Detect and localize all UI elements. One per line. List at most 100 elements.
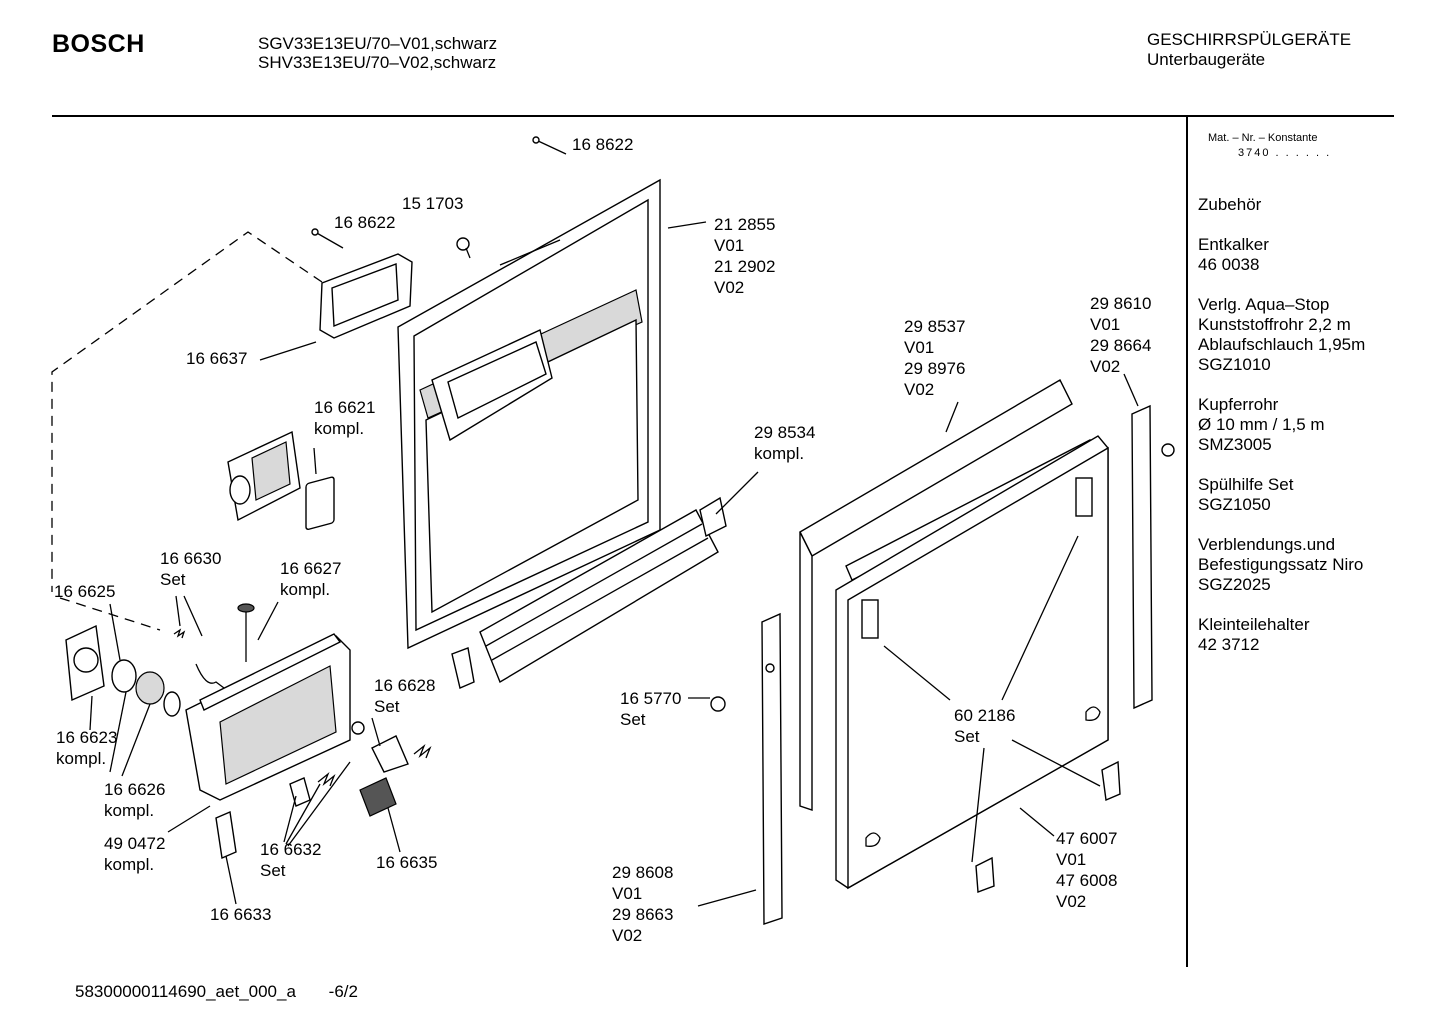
- accessory-group: Verlg. Aqua–Stop Kunststoffrohr 2,2 m Ab…: [1198, 295, 1365, 375]
- document-id: 58300000114690_aet_000_a: [75, 982, 296, 1001]
- svg-text:16 6623 kompl.: 16 6623 kompl.: [56, 728, 122, 768]
- callout-line: 16 6630: [160, 549, 221, 568]
- callout: 29 8534 kompl.: [754, 423, 820, 463]
- callout: 16 6628 Set: [374, 676, 435, 716]
- svg-text:29 8534 kompl.: 29 8534 kompl.: [754, 423, 820, 463]
- callout: 15 1703: [402, 194, 463, 213]
- callout-line: 16 6635: [376, 853, 437, 872]
- header-rule: [52, 115, 1394, 117]
- accessory-group: Kupferrohr Ø 10 mm / 1,5 m SMZ3005: [1198, 395, 1365, 455]
- callout-line: 21 2902: [714, 257, 775, 276]
- callout-line: V02: [714, 278, 744, 297]
- door-rail-part: [451, 496, 727, 689]
- svg-text:16 6635: 16 6635: [376, 853, 437, 872]
- svg-text:49 0472 kompl.: 49 0472 kompl.: [104, 834, 170, 874]
- callout: 29 8610 V01 29 8664 V02: [1090, 294, 1156, 376]
- callout-line: 29 8608: [612, 863, 673, 882]
- spring-part: [413, 743, 432, 759]
- callout: 16 6633: [210, 905, 271, 924]
- hinge-clip-part: [975, 856, 995, 893]
- accessory-line: Kupferrohr: [1198, 395, 1279, 414]
- accessory-line: 46 0038: [1198, 255, 1260, 274]
- accessory-line: Ablaufschlauch 1,95m: [1198, 335, 1366, 354]
- screw-part: [532, 136, 567, 155]
- material-number-box: Mat. – Nr. – Konstante 3740 . . . . . .: [1208, 131, 1331, 161]
- svg-text:16 8622: 16 8622: [572, 135, 633, 154]
- callout-line: 60 2186: [954, 706, 1015, 725]
- callout-line: 29 8664: [1090, 336, 1151, 355]
- inner-door-part: [397, 178, 661, 650]
- callout-line: 47 6008: [1056, 871, 1117, 890]
- accessory-line: SMZ3005: [1198, 435, 1272, 454]
- svg-text:29 8608 V01 29 8663: 29 8608 V01 29 8663 V02: [612, 863, 678, 945]
- callout-line: kompl.: [314, 419, 364, 438]
- callout: 29 8608 V01 29 8663 V02: [612, 863, 678, 945]
- matnr-value: 3740 . . . . . .: [1238, 147, 1332, 159]
- callout-line: V01: [1090, 315, 1120, 334]
- callout-line: 16 6625: [54, 582, 115, 601]
- inlet-fitting-part: [135, 671, 165, 705]
- callout: 16 8622: [334, 213, 395, 232]
- accessory-line: Ø 10 mm / 1,5 m: [1198, 415, 1325, 434]
- callout-line: 16 6621: [314, 398, 375, 417]
- spring-part: [173, 628, 186, 639]
- callout-line: kompl.: [280, 580, 330, 599]
- callout: 16 6632 Set: [260, 840, 326, 880]
- callout-line: V02: [1090, 357, 1120, 376]
- svg-text:29 8610 V01 29 8664: 29 8610 V01 29 8664 V02: [1090, 294, 1156, 376]
- svg-text:15 1703: 15 1703: [402, 194, 463, 213]
- callout-line: kompl.: [104, 801, 154, 820]
- accessory-line: Entkalker: [1198, 235, 1269, 254]
- callout-line: 49 0472: [104, 834, 165, 853]
- accessory-line: Befestigungssatz Niro: [1198, 555, 1364, 574]
- callout-line: kompl.: [104, 855, 154, 874]
- model-list: SGV33E13EU/70–V01,schwarz SHV33E13EU/70–…: [258, 34, 497, 72]
- accessory-group: Spülhilfe Set SGZ1050: [1198, 475, 1365, 515]
- svg-text:16 6637: 16 6637: [186, 349, 247, 368]
- subcategory-name: Unterbaugeräte: [1147, 50, 1266, 69]
- callout-line: 29 8976: [904, 359, 965, 378]
- exploded-parts-diagram: 16 8622 15 1703 16 8622 21 2855 V01 21 2…: [51, 135, 1175, 945]
- hinge-clip-part: [1101, 760, 1121, 802]
- callout: 16 6635: [376, 853, 437, 872]
- callout: 16 6623 kompl.: [56, 728, 122, 768]
- callout: 49 0472 kompl.: [104, 834, 170, 874]
- svg-text:16 6627 kompl.: 16 6627 kompl.: [280, 559, 346, 599]
- latch-part: [371, 735, 409, 773]
- footer: 58300000114690_aet_000_a -6/2: [75, 982, 358, 1002]
- model-line: SHV33E13EU/70–V02,schwarz: [258, 53, 497, 72]
- accessory-line: SGZ2025: [1198, 575, 1271, 594]
- callout-line: V01: [904, 338, 934, 357]
- callout: 60 2186 Set: [954, 706, 1015, 746]
- accessory-line: SGZ1050: [1198, 495, 1271, 514]
- door-lock-unit-part: [185, 633, 351, 801]
- callout: 47 6007 V01 47 6008 V02: [1056, 829, 1117, 911]
- dashed-guide: [51, 231, 323, 592]
- callout-line: Set: [374, 697, 400, 716]
- callout: 16 6626 kompl.: [104, 780, 170, 820]
- callout-line: V01: [612, 884, 642, 903]
- callout-line: 16 8622: [334, 213, 395, 232]
- side-strip-part: [761, 612, 783, 925]
- accessory-line: Kunststoffrohr 2,2 m: [1198, 315, 1351, 334]
- matnr-label: Mat. – Nr. – Konstante: [1208, 132, 1318, 144]
- model-line: SGV33E13EU/70–V01,schwarz: [258, 34, 498, 53]
- svg-text:Set: Set: [620, 710, 646, 729]
- callout-line: Set: [160, 570, 186, 589]
- callout: 16 5770: [620, 689, 681, 708]
- callout-line: V02: [612, 926, 642, 945]
- switch-part: [359, 777, 397, 817]
- svg-text:16 6625: 16 6625: [54, 582, 115, 601]
- callout-line: 29 8610: [1090, 294, 1151, 313]
- screw-part: [311, 228, 344, 249]
- callout-line: kompl.: [56, 749, 106, 768]
- callout: 16 8622: [572, 135, 633, 154]
- callout-line: V01: [714, 236, 744, 255]
- accessory-line: Verlg. Aqua–Stop: [1198, 295, 1330, 314]
- svg-text:16 6632 Set: 16 6632 Set: [260, 840, 326, 880]
- svg-text:16 6626 kompl.: 16 6626 kompl.: [104, 780, 170, 820]
- callout: Set: [620, 710, 646, 729]
- seal-ring-part: [163, 691, 181, 717]
- svg-text:16 6621 kompl.: 16 6621 kompl.: [314, 398, 380, 438]
- detergent-dispenser-part: [227, 430, 335, 531]
